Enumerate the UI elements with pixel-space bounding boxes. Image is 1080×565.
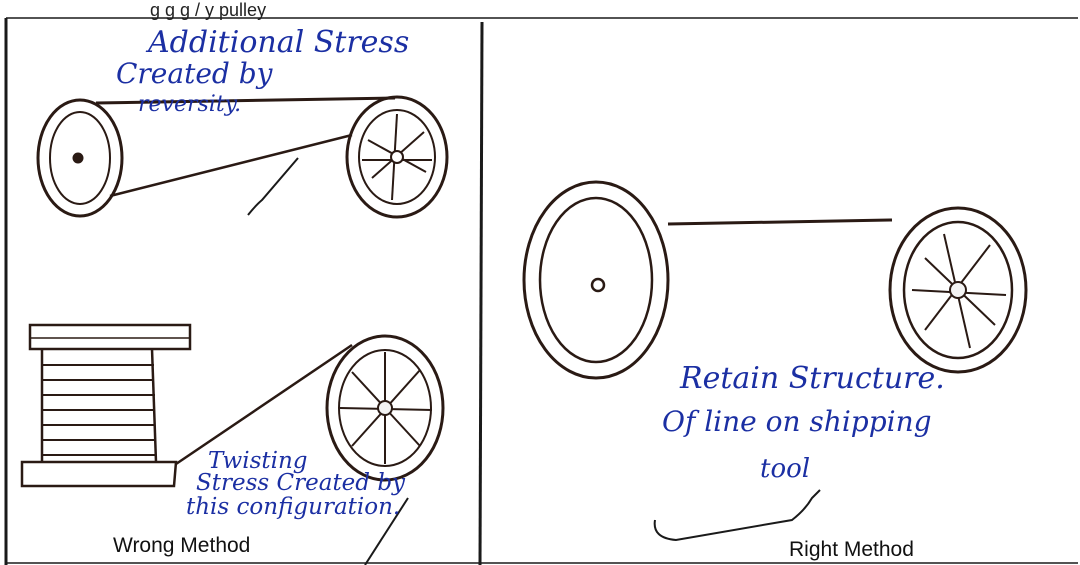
left-top-belt-lower [110, 135, 352, 196]
right-belt [668, 220, 892, 224]
left-top-plain-pulley-icon [38, 100, 122, 216]
right-note-line-3: tool [760, 456, 810, 482]
left-top-spoked-wheel-icon [347, 97, 447, 217]
right-note-line-1: Retain Structure. [680, 364, 945, 394]
left-bottom-spoked-wheel-icon [327, 336, 443, 480]
right-plain-pulley-icon [524, 182, 668, 378]
right-checkmark-icon [655, 490, 820, 540]
left-top-note-line-1: Additional Stress [148, 28, 409, 58]
right-spoked-wheel-icon [890, 208, 1026, 372]
left-bottom-note-line-2: Stress Created by [196, 472, 405, 495]
left-top-note-line-2: Created by [116, 60, 272, 88]
right-note-line-2: Of line on shipping [662, 408, 932, 436]
left-spool-icon [22, 325, 190, 486]
left-top-note-line-3: reversity. [138, 94, 241, 116]
wrong-method-label: Wrong Method [113, 534, 250, 558]
left-checkmark-icon [248, 158, 298, 215]
left-bottom-note-line-3: this configuration. [186, 496, 400, 519]
right-method-label: Right Method [789, 538, 914, 562]
panel-divider [480, 22, 482, 565]
cropped-top-caption: g g g / y pulley [150, 0, 266, 21]
